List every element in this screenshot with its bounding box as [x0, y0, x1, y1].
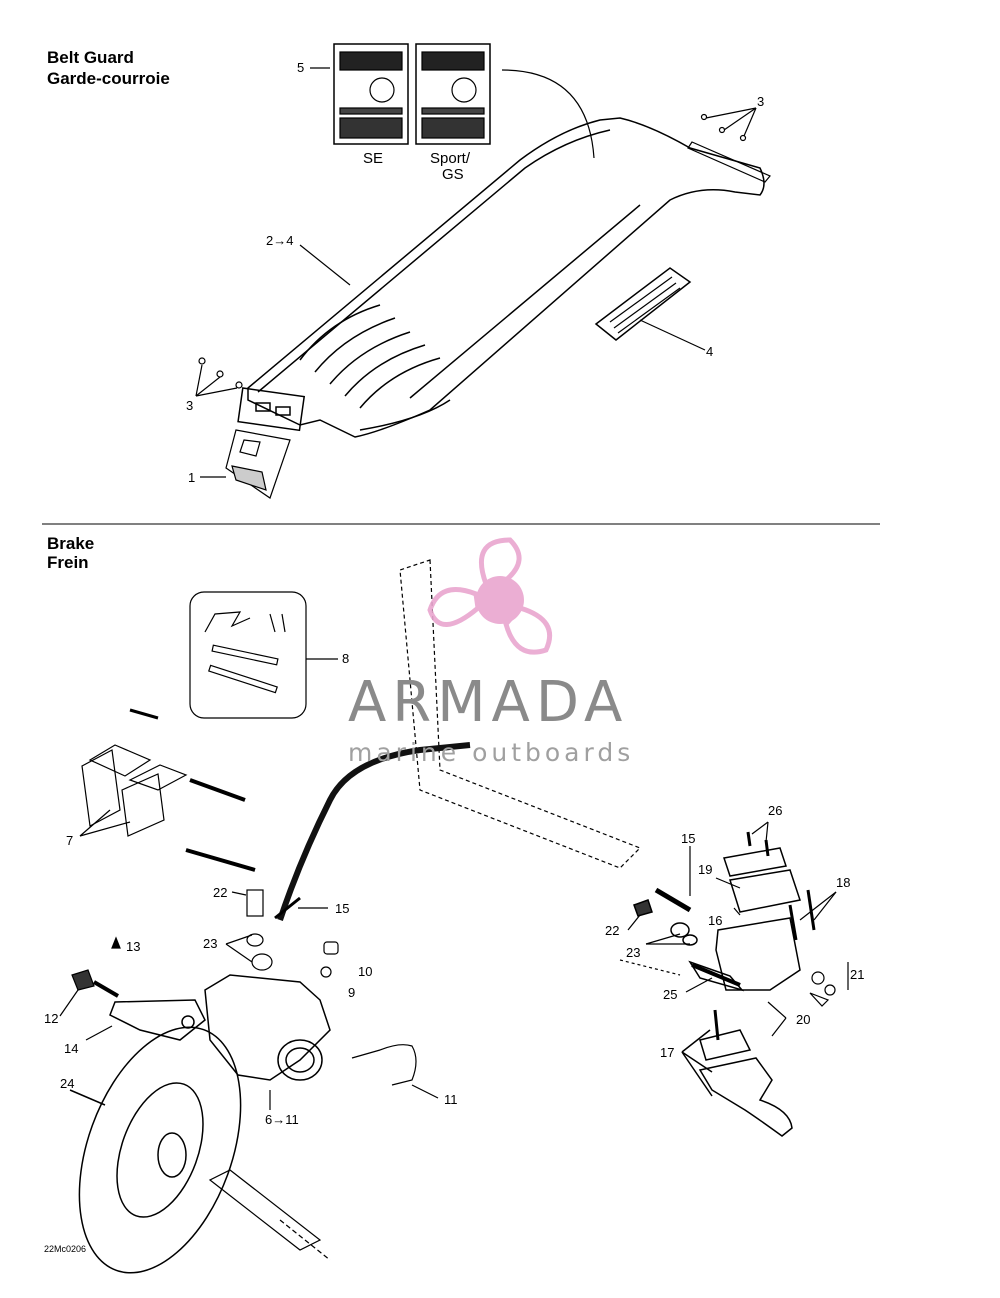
- callout-13: 13: [126, 939, 141, 954]
- watermark-brand: ARMADA: [348, 670, 629, 735]
- belt-guard-body: [237, 117, 765, 438]
- callout-17: 17: [660, 1045, 675, 1060]
- callout-15-right: 15: [681, 831, 696, 846]
- belt-guard-title-fr: Garde-courroie: [47, 69, 170, 88]
- fasteners-3-left: [195, 357, 243, 397]
- callout-21: 21: [850, 967, 865, 982]
- callout-15-left: 15: [335, 901, 350, 916]
- callout-22-right: 22: [605, 923, 620, 938]
- brake-pads-7: [79, 708, 256, 872]
- callout-1: 1: [188, 470, 196, 485]
- decal-4: [594, 267, 706, 351]
- callout-18: 18: [836, 875, 851, 890]
- master-cylinder: [633, 847, 801, 992]
- callout-4: 4: [706, 344, 714, 359]
- brake-title-en: Brake: [47, 534, 95, 553]
- callout-22-left: 22: [213, 885, 228, 900]
- latch-1: [200, 429, 291, 499]
- callout-5: 5: [297, 60, 305, 75]
- decal-sport-gs: [415, 43, 491, 145]
- callout-16: 16: [708, 913, 723, 928]
- figure-code: 22Mc0206: [44, 1244, 87, 1254]
- brake-hose: [277, 742, 471, 921]
- callout-3-left: 3: [186, 398, 194, 413]
- callout-20: 20: [796, 1012, 811, 1027]
- callout-8: 8: [342, 651, 350, 666]
- callout-23-left: 23: [203, 936, 218, 951]
- brake-lever-17: [681, 1009, 793, 1137]
- watermark-logo: [427, 537, 553, 655]
- callout-10: 10: [358, 964, 373, 979]
- callout-12: 12: [44, 1011, 59, 1026]
- kit-box-8: [189, 591, 338, 719]
- callout-23-right: 23: [626, 945, 641, 960]
- watermark-tagline: marine outboards: [348, 738, 635, 767]
- callout-24: 24: [60, 1076, 75, 1091]
- decal-se-label: SE: [363, 150, 384, 167]
- caliper: [109, 974, 331, 1081]
- callout-9: 9: [348, 985, 356, 1000]
- brake-title-fr: Frein: [47, 553, 89, 572]
- callout-11: 11: [444, 1092, 458, 1107]
- callout-14: 14: [64, 1041, 79, 1056]
- decal-sport-label: Sport/: [430, 150, 471, 167]
- callout-7: 7: [66, 833, 74, 848]
- top-rail: [687, 107, 771, 183]
- callout-2-4: 2→4: [266, 233, 294, 248]
- callout-3-top: 3: [757, 94, 765, 109]
- brake-disc-24: [69, 1026, 242, 1274]
- callout-26: 26: [768, 803, 783, 818]
- callout-19: 19: [698, 862, 713, 877]
- handlebar: [399, 559, 642, 869]
- callout-6-11: 6→11: [265, 1112, 299, 1127]
- decal-gs-label: GS: [442, 166, 464, 183]
- callout-25: 25: [663, 987, 678, 1002]
- belt-guard-title-en: Belt Guard: [47, 48, 134, 67]
- decal-se: [333, 43, 409, 145]
